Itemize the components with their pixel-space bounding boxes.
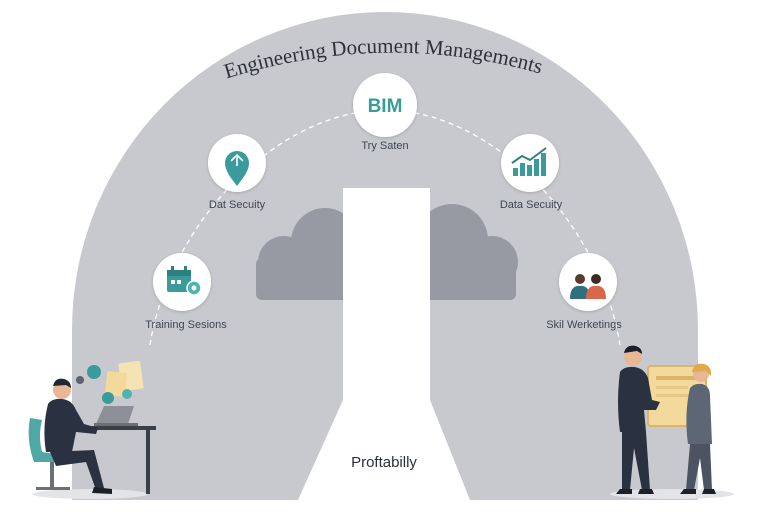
location-pin-icon (225, 151, 249, 186)
node-label: Training Sesions (145, 319, 227, 331)
doorway-path (298, 188, 470, 500)
center-label: Proftabilly (351, 454, 417, 471)
node-dat-secuity: Dat Secuity (208, 134, 266, 211)
people-icon (570, 274, 606, 299)
node-training-sessions: Training Sesions (145, 253, 227, 331)
calendar-gear-icon (167, 266, 202, 296)
node-label: Data Secuity (500, 199, 563, 211)
connector-arc (149, 109, 621, 346)
person-at-desk-illustration (28, 360, 156, 499)
people-sharing-document-illustration (610, 345, 734, 499)
node-bim: BIM Try Saten (353, 73, 417, 152)
bim-badge: BIM (368, 96, 403, 117)
node-label: Try Saten (361, 140, 408, 152)
node-skil-werketings: Skil Werketings (546, 253, 622, 331)
node-data-secuity: Data Secuity (500, 134, 563, 211)
node-label: Skil Werketings (546, 319, 622, 331)
node-label: Dat Secuity (209, 199, 266, 211)
bar-chart-icon (511, 147, 547, 176)
